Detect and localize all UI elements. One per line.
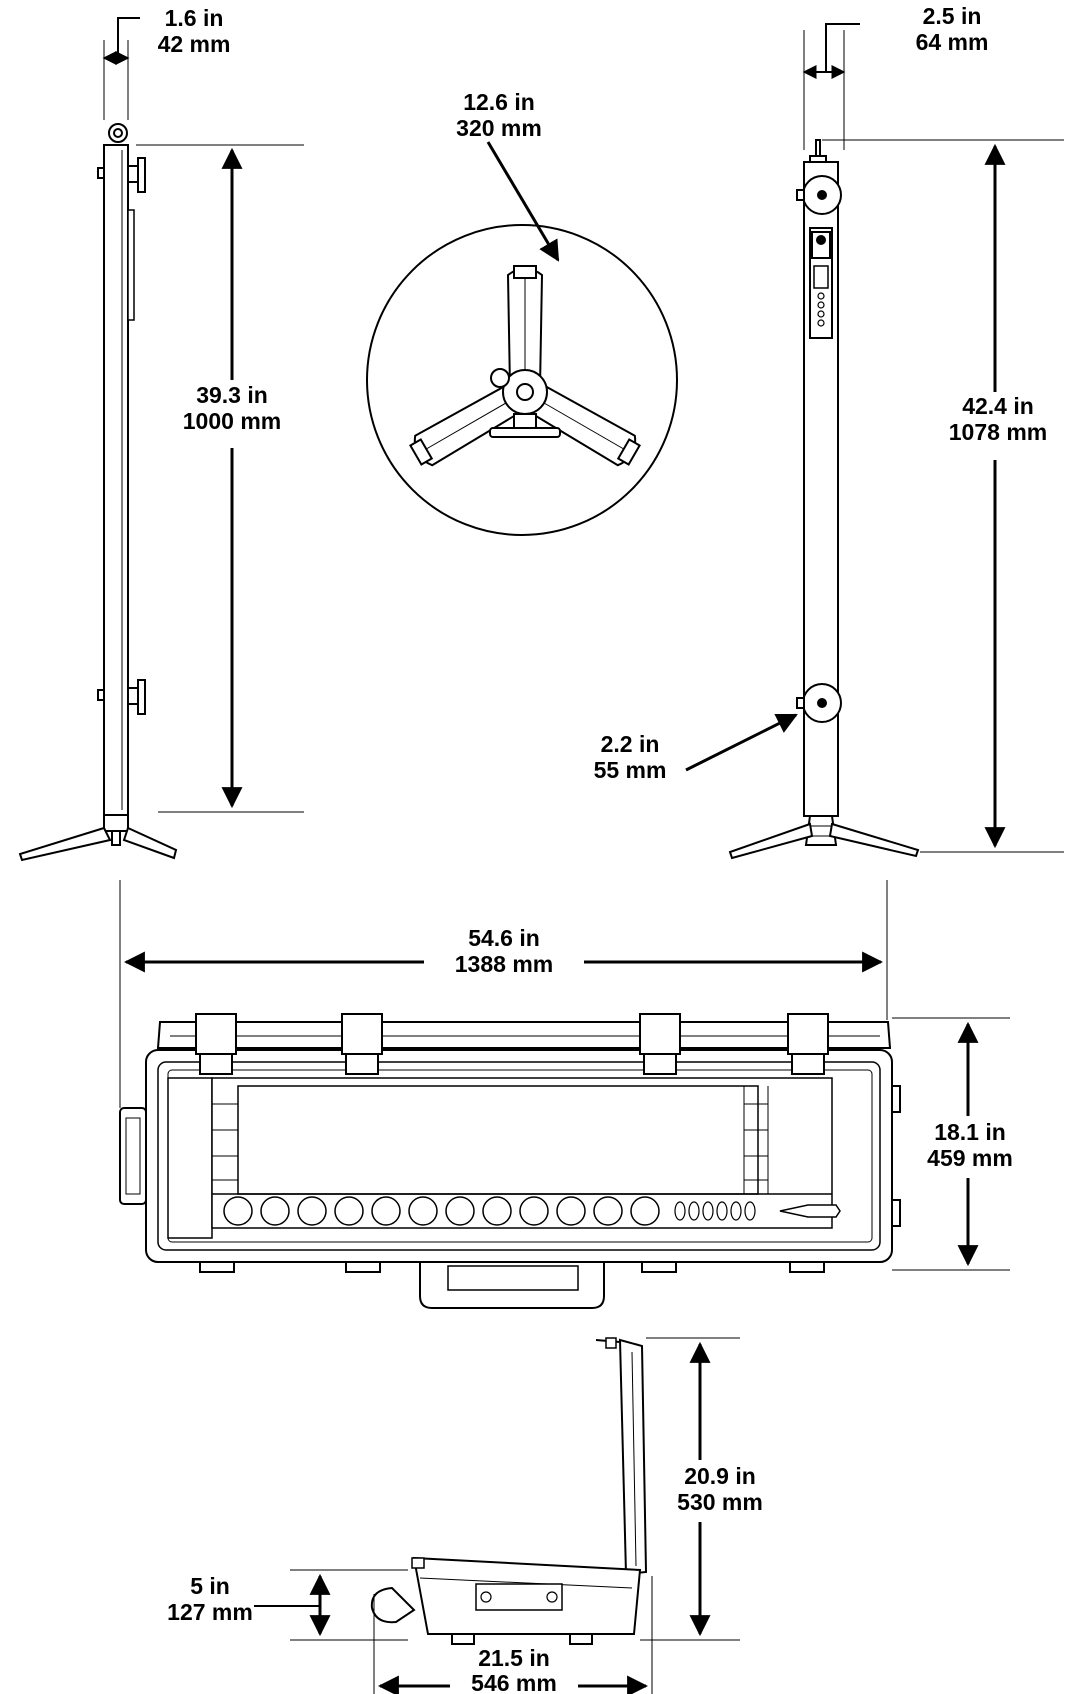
case-length-in: 54.6 in bbox=[468, 925, 540, 951]
tripod-base-plate bbox=[489, 427, 561, 438]
light-width-mm: 64 mm bbox=[916, 29, 989, 55]
pole-tube bbox=[103, 144, 129, 816]
display-screen bbox=[813, 265, 829, 289]
case-foam-cavity bbox=[237, 1085, 759, 1195]
light-height-in: 42.4 in bbox=[962, 393, 1034, 419]
light-height-mm: 1078 mm bbox=[949, 419, 1047, 445]
case-front-handle bbox=[419, 1261, 605, 1309]
case-lid-edge bbox=[156, 1021, 892, 1049]
tripod-span-mm: 320 mm bbox=[456, 115, 542, 141]
case-open-lid bbox=[618, 1338, 648, 1576]
base-height-mm: 127 mm bbox=[167, 1599, 253, 1625]
pole-top-ring-hole bbox=[113, 128, 123, 138]
knob-diameter-in: 2.2 in bbox=[601, 731, 660, 757]
light-front-view bbox=[728, 139, 920, 860]
case-side-handle-profile bbox=[370, 1586, 416, 1624]
pole-height-in: 39.3 in bbox=[196, 382, 268, 408]
upper-clamp-icon bbox=[97, 157, 146, 193]
base-height-in: 5 in bbox=[190, 1573, 230, 1599]
light-dimension-lines bbox=[803, 30, 1064, 853]
pole-width-in: 1.6 in bbox=[165, 5, 224, 31]
tripod-leg-top bbox=[506, 265, 544, 389]
light-width-in: 2.5 in bbox=[923, 3, 982, 29]
pole-width-mm: 42 mm bbox=[158, 31, 231, 57]
case-feet bbox=[199, 1261, 825, 1273]
pole-height-mm: 1000 mm bbox=[183, 408, 281, 434]
tripod-top-view bbox=[366, 224, 678, 536]
case-dimension-lines bbox=[119, 880, 1010, 1271]
case-depth-in: 18.1 in bbox=[934, 1119, 1006, 1145]
case-top-view bbox=[119, 1013, 901, 1309]
case-latches bbox=[195, 1013, 829, 1075]
accessory-pockets bbox=[223, 1196, 660, 1226]
open-height-mm: 530 mm bbox=[677, 1489, 763, 1515]
base-width-in: 21.5 in bbox=[478, 1645, 550, 1671]
tool-slot bbox=[779, 1204, 841, 1218]
pole-side-rail bbox=[127, 209, 135, 321]
lower-clamp-icon bbox=[97, 679, 146, 715]
open-height-in: 20.9 in bbox=[684, 1463, 756, 1489]
knob-diameter-mm: 55 mm bbox=[594, 757, 667, 783]
pole-tripod-foot bbox=[18, 814, 178, 862]
tripod-leg-right bbox=[519, 379, 641, 467]
control-panel bbox=[809, 227, 833, 339]
case-length-mm: 1388 mm bbox=[455, 951, 553, 977]
case-side-view bbox=[370, 1337, 648, 1645]
pole-dimension-lines bbox=[103, 40, 304, 813]
keyhole-slots bbox=[674, 1201, 756, 1221]
case-depth-mm: 459 mm bbox=[927, 1145, 1013, 1171]
tripod-knob bbox=[490, 368, 510, 388]
pole-side-view bbox=[18, 123, 178, 862]
tripod-leg-left bbox=[409, 379, 531, 467]
case-left-end bbox=[167, 1077, 213, 1239]
base-width-mm: 546 mm bbox=[471, 1670, 557, 1694]
case-side-handle bbox=[119, 1107, 147, 1205]
tripod-span-in: 12.6 in bbox=[463, 89, 535, 115]
light-tripod-foot bbox=[728, 815, 920, 860]
side-view-dimension-lines bbox=[290, 1337, 740, 1694]
